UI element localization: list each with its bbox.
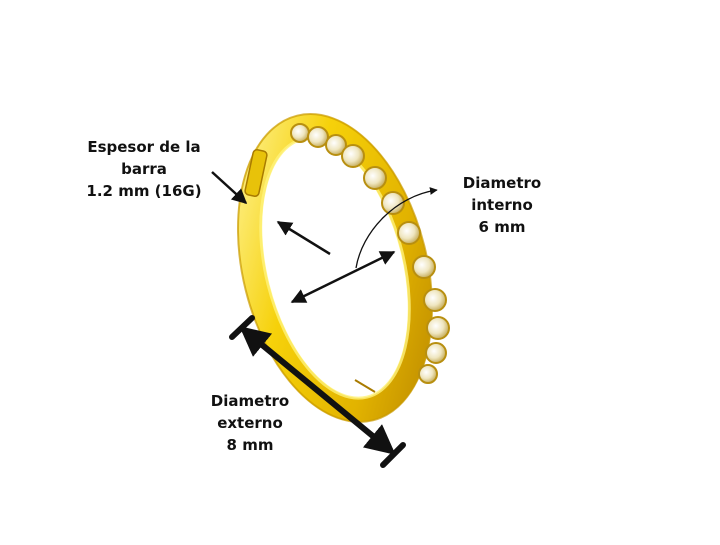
outer-label-line1: Diametro [210,392,290,410]
outer-cap-start [229,315,255,340]
stone [341,144,365,168]
inner-edge-arrow [276,220,331,256]
stone [397,221,421,245]
stone [381,191,405,215]
stone [325,134,347,156]
stone [426,316,450,340]
outer-diameter-arrow [239,326,396,455]
stone [307,126,329,148]
stone [363,166,387,190]
thickness-arrow [211,171,248,205]
inner-label-line3: 6 mm [478,218,526,236]
outer-cap-end [380,442,406,468]
ring-hinge [244,149,268,197]
thickness-label-line1: Espesor de la [87,138,201,156]
outer-diameter-label: Diametro externo 8 mm [198,390,302,456]
stone [418,364,438,384]
inner-label-line1: Diametro [462,174,542,192]
thickness-label: Espesor de la barra 1.2 mm (16G) [82,136,206,202]
annotation-arrows [211,171,438,468]
thickness-label-line3: 1.2 mm (16G) [86,182,202,200]
outer-label-line2: externo [217,414,283,432]
stone [290,123,310,143]
stone [423,288,447,312]
thickness-label-line2: barra [121,160,167,178]
curved-arrow-icon [355,187,438,269]
stone [425,342,447,364]
outer-label-line3: 8 mm [226,436,274,454]
ring-stones [290,123,450,384]
inner-diameter-label: Diametro interno 6 mm [452,172,552,238]
ring-clasp-line [354,379,376,393]
stone [412,255,436,279]
inner-diameter-arrow [290,250,396,304]
inner-label-line2: interno [471,196,533,214]
